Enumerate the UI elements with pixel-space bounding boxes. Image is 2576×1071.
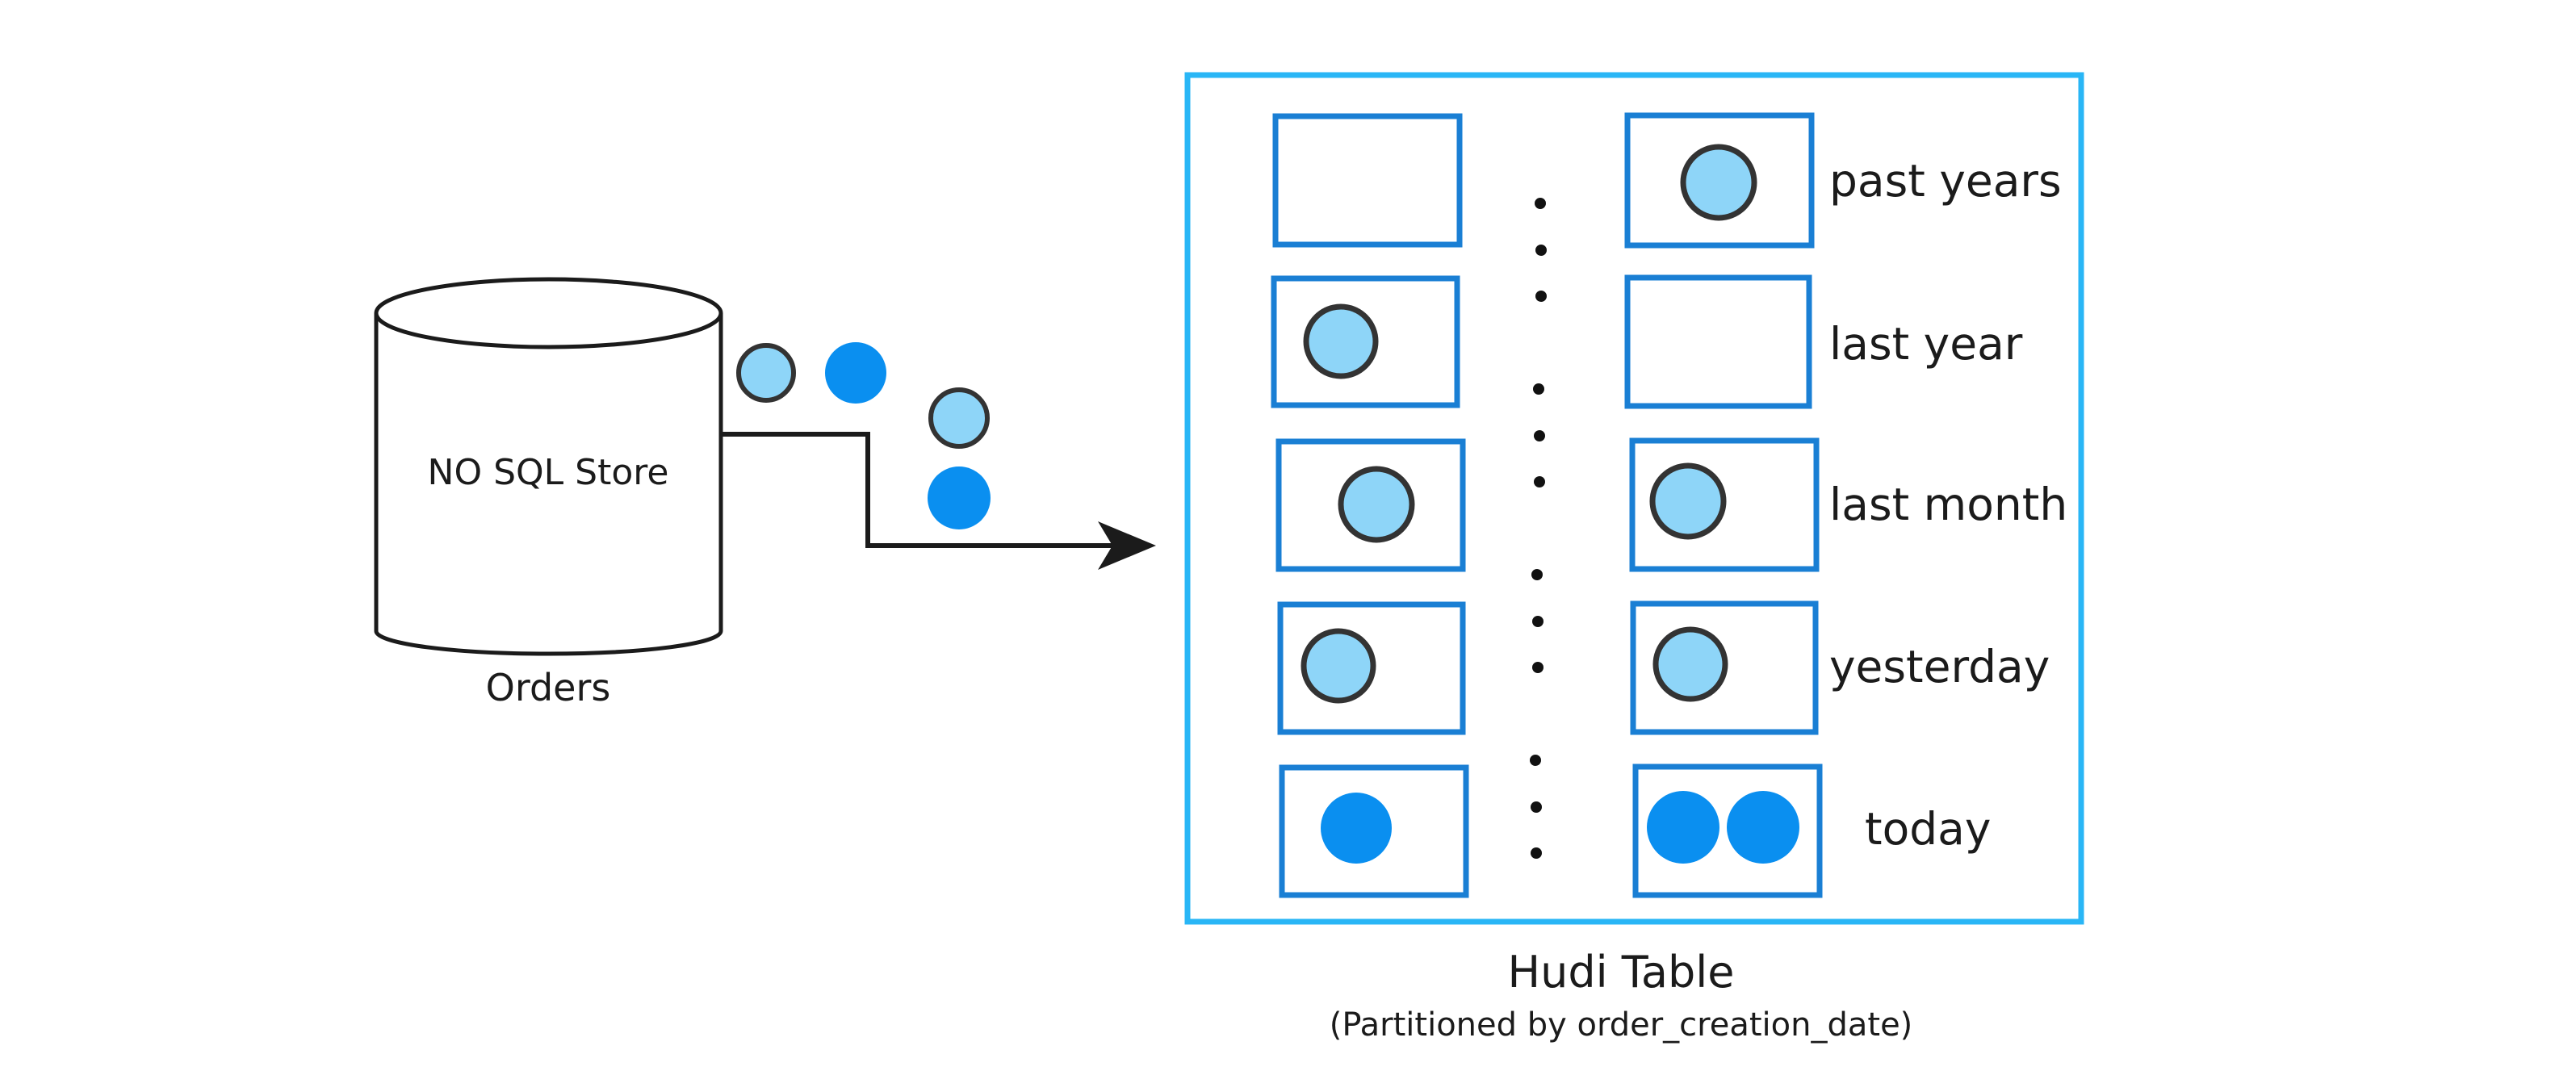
ellipsis-dot xyxy=(1534,476,1545,487)
ellipsis-dot xyxy=(1535,198,1546,209)
ingest-arrow xyxy=(721,432,1156,570)
cylinder-top-ellipse xyxy=(374,277,723,349)
file-box-right-past-years[interactable] xyxy=(1624,112,1815,249)
in-flight-record-2 xyxy=(825,342,886,404)
file-box-left-past-years[interactable] xyxy=(1272,113,1463,248)
record-today-right-1 xyxy=(1647,791,1719,864)
record-last-month-right-1 xyxy=(1649,462,1727,540)
partition-row-last-month: last month xyxy=(1275,437,2067,572)
partition-ellipsis-dots xyxy=(1530,198,1547,859)
hudi-table-title: Hudi Table xyxy=(1508,947,1735,998)
ellipsis-dot xyxy=(1531,569,1543,580)
partition-label-last-year: last year xyxy=(1829,318,2023,370)
ellipsis-dot xyxy=(1532,662,1544,673)
file-box-right-last-year[interactable] xyxy=(1624,274,1812,409)
cylinder-bottom-arc xyxy=(374,630,723,656)
ellipsis-dot xyxy=(1535,291,1547,302)
record-today-right-2 xyxy=(1727,791,1799,864)
record-yesterday-left-1 xyxy=(1301,628,1376,704)
ellipsis-dot xyxy=(1533,383,1544,395)
nosql-store-cylinder: NO SQL Store xyxy=(374,277,723,656)
ellipsis-dot xyxy=(1535,245,1547,256)
partition-label-yesterday: yesterday xyxy=(1829,641,2050,692)
partition-row-last-year: last year xyxy=(1271,274,2023,409)
partition-label-today: today xyxy=(1865,803,1991,855)
partition-row-yesterday: yesterday xyxy=(1277,600,2050,735)
in-flight-record-3 xyxy=(928,387,990,449)
in-flight-record-1 xyxy=(736,343,796,403)
partition-label-last-month: last month xyxy=(1829,479,2067,530)
ellipsis-dot xyxy=(1534,430,1545,441)
partition-label-past-years: past years xyxy=(1829,155,2062,207)
record-today-left-1 xyxy=(1321,793,1392,864)
record-last-year-left-1 xyxy=(1303,303,1379,379)
hudi-table-subtitle: (Partitioned by order_creation_date) xyxy=(1330,1006,1913,1044)
nosql-store-label: NO SQL Store xyxy=(428,452,669,493)
record-last-month-left-1 xyxy=(1338,466,1415,543)
record-past-years-right-1 xyxy=(1680,144,1757,221)
partition-row-today: today xyxy=(1279,764,1991,898)
ellipsis-dot xyxy=(1532,616,1544,627)
ingest-arrow-path xyxy=(721,432,1156,570)
in-flight-record-4 xyxy=(928,466,991,529)
ellipsis-dot xyxy=(1531,847,1542,859)
in-flight-records xyxy=(736,342,991,529)
partition-row-past-years: past years xyxy=(1272,112,2062,249)
ellipsis-dot xyxy=(1530,755,1541,766)
ellipsis-dot xyxy=(1531,801,1542,813)
record-yesterday-right-1 xyxy=(1652,626,1728,702)
orders-caption: Orders xyxy=(486,666,611,709)
